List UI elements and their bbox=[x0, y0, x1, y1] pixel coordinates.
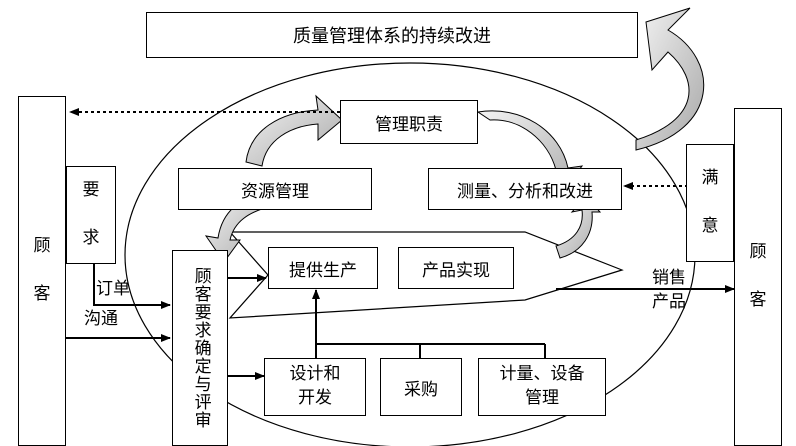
resource-management-box: 资源管理 bbox=[178, 168, 372, 210]
procurement-label: 采购 bbox=[404, 379, 438, 400]
order-line bbox=[93, 263, 171, 309]
satisfaction-label: 满 意 bbox=[701, 168, 719, 236]
measurement-analysis-box: 测量、分析和改进 bbox=[428, 168, 622, 210]
cycle-arrow-left-top bbox=[245, 94, 343, 167]
design-development-box: 设计和 开发 bbox=[264, 358, 366, 416]
continuous-improvement-arrow bbox=[635, 7, 705, 151]
title-box: 质量管理体系的持续改进 bbox=[146, 12, 638, 58]
title-text: 质量管理体系的持续改进 bbox=[293, 26, 491, 47]
sales-label: 销售 bbox=[652, 268, 686, 288]
product-realization-box: 产品实现 bbox=[398, 247, 514, 289]
product-label: 产品 bbox=[652, 292, 686, 312]
procurement-box: 采购 bbox=[380, 358, 462, 416]
metrology-equipment-box: 计量、设备 管理 bbox=[478, 358, 606, 416]
provide-production-box: 提供生产 bbox=[268, 247, 378, 289]
cycle-arrow-right-bottom bbox=[555, 195, 602, 259]
requirements-review-label: 顾客要求确定与评审 bbox=[190, 267, 211, 429]
management-responsibility-label: 管理职责 bbox=[375, 114, 443, 135]
requirements-label: 要 求 bbox=[82, 180, 100, 248]
management-responsibility-box: 管理职责 bbox=[340, 100, 478, 144]
measurement-analysis-label: 测量、分析和改进 bbox=[457, 181, 593, 202]
provide-production-label: 提供生产 bbox=[289, 260, 357, 281]
design-development-label: 设计和 开发 bbox=[289, 364, 341, 408]
customer-right-box: 顾 客 bbox=[734, 108, 782, 446]
customer-left-box: 顾 客 bbox=[18, 96, 66, 446]
metrology-equipment-label: 计量、设备 管理 bbox=[499, 364, 585, 408]
product-realization-label: 产品实现 bbox=[422, 260, 490, 281]
requirements-review-box: 顾客要求确定与评审 bbox=[172, 250, 228, 446]
satisfaction-box: 满 意 bbox=[686, 144, 734, 262]
order-label: 订单 bbox=[96, 279, 130, 299]
customer-right-label: 顾 客 bbox=[749, 242, 767, 310]
customer-left-label: 顾 客 bbox=[33, 236, 51, 304]
communication-label: 沟通 bbox=[84, 309, 118, 329]
resource-management-label: 资源管理 bbox=[241, 181, 309, 202]
requirements-box: 要 求 bbox=[66, 166, 116, 264]
